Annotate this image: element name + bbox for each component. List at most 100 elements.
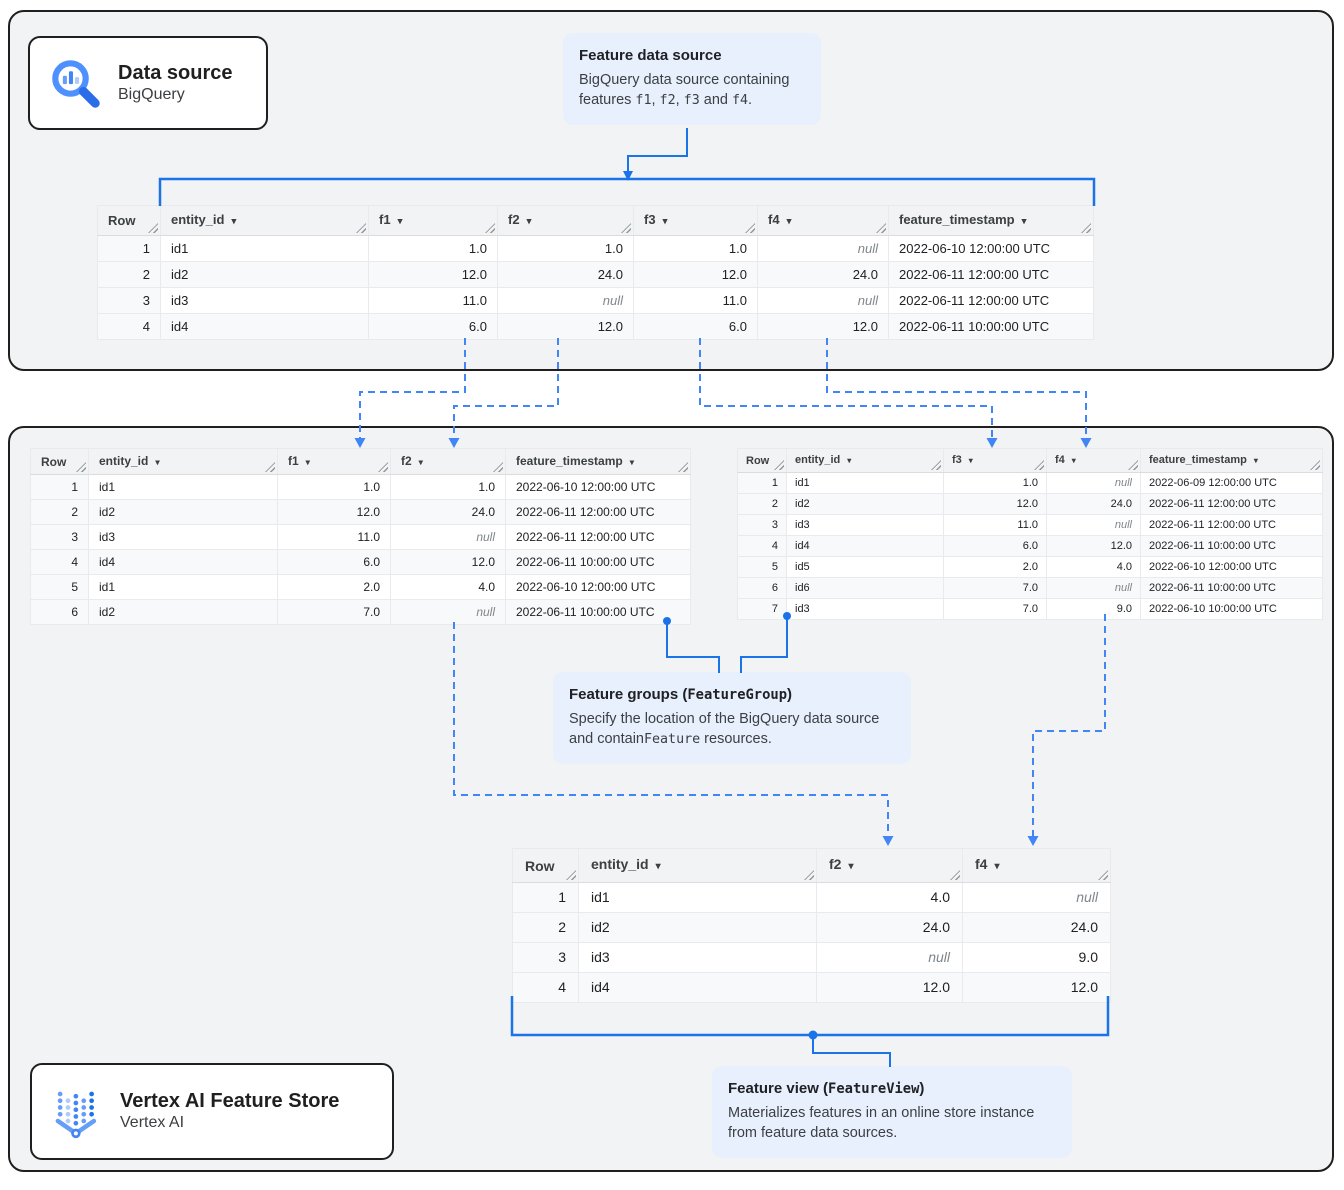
cell-f1: 6.0: [368, 313, 498, 340]
code-text: f4: [731, 93, 749, 109]
cell-f1: 1.0: [277, 474, 391, 500]
code-text: f3: [683, 93, 700, 109]
data-source-label-box: Data source BigQuery: [28, 36, 268, 130]
cell-f2: 24.0: [816, 912, 963, 943]
column-header-entity_id[interactable]: entity_id▾: [88, 448, 278, 475]
code-text: FeatureView: [828, 1081, 920, 1097]
cell-entity_id: id6: [786, 577, 944, 599]
column-resize-handle-icon[interactable]: [485, 223, 495, 233]
bigquery-icon: [48, 56, 102, 110]
column-label: entity_id: [591, 856, 649, 872]
column-header-row: Row: [97, 205, 161, 236]
column-header-row: Row: [512, 848, 579, 883]
cell-f2: 4.0: [816, 882, 963, 913]
column-resize-handle-icon[interactable]: [931, 460, 941, 470]
cell-f1: 11.0: [368, 287, 498, 314]
cell-entity_id: id1: [578, 882, 817, 913]
cell-feature_timestamp: 2022-06-11 12:00:00 UTC: [505, 524, 691, 550]
sort-caret-icon: ▾: [629, 457, 635, 467]
cell-entity_id: id3: [88, 524, 278, 550]
column-resize-handle-icon[interactable]: [356, 223, 366, 233]
sort-caret-icon: ▾: [1021, 216, 1027, 226]
cell-entity_id: id4: [160, 313, 369, 340]
column-header-f2[interactable]: f2▾: [816, 848, 963, 883]
row-number-cell: 1: [97, 235, 161, 262]
code-text: f2: [659, 93, 676, 109]
column-header-f1[interactable]: f1▾: [277, 448, 391, 475]
cell-f4: null: [757, 287, 889, 314]
text-segment: BigQuery data source containing features: [579, 72, 790, 109]
cell-f1: 11.0: [277, 524, 391, 550]
column-resize-handle-icon[interactable]: [493, 462, 503, 472]
column-label: feature_timestamp: [516, 454, 623, 468]
cell-feature_timestamp: 2022-06-11 10:00:00 UTC: [505, 549, 691, 575]
column-resize-handle-icon[interactable]: [76, 462, 86, 472]
column-header-f4[interactable]: f4▾: [757, 205, 889, 236]
column-resize-handle-icon[interactable]: [1310, 460, 1320, 470]
cell-feature_timestamp: 2022-06-11 10:00:00 UTC: [888, 313, 1094, 340]
column-resize-handle-icon[interactable]: [1081, 223, 1091, 233]
column-resize-handle-icon[interactable]: [678, 462, 688, 472]
callout-title: Feature data source: [579, 47, 805, 64]
column-resize-handle-icon[interactable]: [804, 870, 814, 880]
column-resize-handle-icon[interactable]: [1128, 460, 1138, 470]
column-resize-handle-icon[interactable]: [566, 870, 576, 880]
cell-f4: null: [1046, 514, 1141, 536]
text-segment: resources.: [700, 731, 772, 748]
column-header-entity_id[interactable]: entity_id▾: [786, 448, 944, 473]
column-resize-handle-icon[interactable]: [378, 462, 388, 472]
column-header-f2[interactable]: f2▾: [390, 448, 506, 475]
row-number-cell: 1: [512, 882, 579, 913]
column-header-f1[interactable]: f1▾: [368, 205, 498, 236]
column-resize-handle-icon[interactable]: [148, 223, 158, 233]
cell-entity_id: id2: [88, 499, 278, 525]
callout-body: Materializes features in an online store…: [728, 1103, 1056, 1144]
column-header-f3[interactable]: f3▾: [943, 448, 1047, 473]
column-header-entity_id[interactable]: entity_id▾: [160, 205, 369, 236]
column-header-f4[interactable]: f4▾: [1046, 448, 1141, 473]
column-header-feature_timestamp[interactable]: feature_timestamp▾: [888, 205, 1094, 236]
text-segment: ): [919, 1080, 925, 1097]
column-header-entity_id[interactable]: entity_id ▾: [578, 848, 817, 883]
sort-caret-icon: ▾: [786, 216, 792, 226]
column-header-feature_timestamp[interactable]: feature_timestamp ▾: [505, 448, 691, 475]
cell-f4: null: [1046, 577, 1141, 599]
data-source-subtitle: BigQuery: [118, 85, 185, 103]
column-resize-handle-icon[interactable]: [621, 223, 631, 233]
column-resize-handle-icon[interactable]: [265, 462, 275, 472]
column-header-f2[interactable]: f2▾: [497, 205, 634, 236]
column-label: Row: [108, 213, 136, 228]
cell-f1: 12.0: [368, 261, 498, 288]
cell-feature_timestamp: 2022-06-10 12:00:00 UTC: [1140, 556, 1323, 578]
column-header-f4[interactable]: f4▾: [962, 848, 1111, 883]
column-resize-handle-icon[interactable]: [745, 223, 755, 233]
column-resize-handle-icon[interactable]: [1034, 460, 1044, 470]
cell-f3: 12.0: [943, 493, 1047, 515]
column-resize-handle-icon[interactable]: [1098, 870, 1108, 880]
column-resize-handle-icon[interactable]: [876, 223, 886, 233]
row-number-cell: 5: [30, 574, 89, 600]
cell-f2: 12.0: [816, 972, 963, 1003]
column-header-feature_timestamp[interactable]: feature_timestamp▾: [1140, 448, 1323, 473]
sort-caret-icon: ▾: [655, 861, 661, 872]
vertex-ai-subtitle: Vertex AI: [120, 1114, 185, 1132]
cell-f4: 4.0: [1046, 556, 1141, 578]
column-header-f3[interactable]: f3▾: [633, 205, 758, 236]
cell-f3: 6.0: [943, 535, 1047, 557]
sort-caret-icon: ▾: [397, 216, 403, 226]
column-label: f2: [508, 212, 520, 227]
column-resize-handle-icon[interactable]: [774, 460, 784, 470]
column-resize-handle-icon[interactable]: [950, 870, 960, 880]
row-number-cell: 1: [30, 474, 89, 500]
sort-caret-icon: ▾: [848, 861, 854, 872]
